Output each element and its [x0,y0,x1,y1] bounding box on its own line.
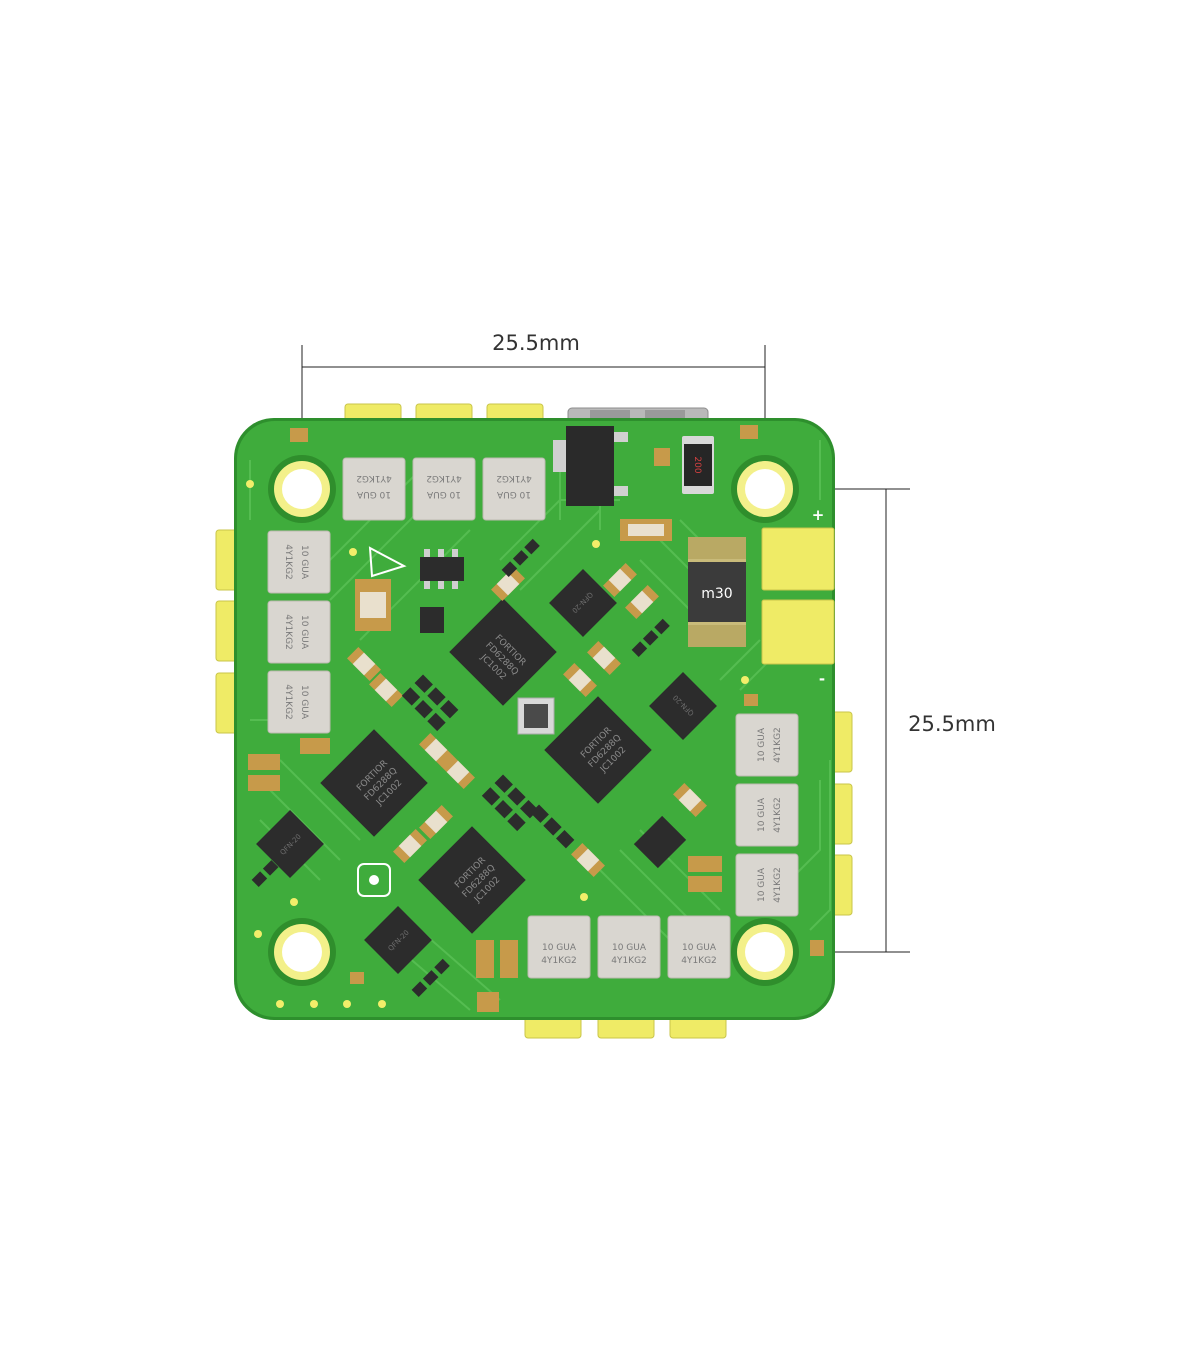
pcb-board: + - m30 200 10 GUA 4Y1K [234,418,835,1020]
svg-text:4Y1KG2: 4Y1KG2 [283,614,293,650]
inductors-bottom: 10 GUA 4Y1KG2 10 GUA 4Y1KG2 10 GUA 4Y1KG… [527,915,731,979]
inductors-left: 10 GUA 4Y1KG2 10 GUA 4Y1KG2 10 GUA 4Y1KG… [267,530,331,734]
ic-pins [424,549,458,589]
svg-text:10 GUA: 10 GUA [356,489,391,499]
svg-text:4Y1KG2: 4Y1KG2 [496,473,532,483]
shunt-resistor: m30 [688,537,746,647]
svg-text:10 GUA: 10 GUA [299,545,309,580]
svg-text:4Y1KG2: 4Y1KG2 [773,797,783,833]
svg-text:4Y1KG2: 4Y1KG2 [773,727,783,763]
svg-text:10 GUA: 10 GUA [299,615,309,650]
svg-text:4Y1KG2: 4Y1KG2 [426,473,462,483]
silkscreen-logo [357,863,391,897]
svg-text:4Y1KG2: 4Y1KG2 [356,473,392,483]
svg-text:10 GUA: 10 GUA [542,943,577,953]
inductors-right: 10 GUA 4Y1KG2 10 GUA 4Y1KG2 10 GUA 4Y1KG… [735,713,799,917]
width-dimension-label: 25.5mm [492,331,580,355]
svg-text:4Y1KG2: 4Y1KG2 [611,956,647,966]
svg-text:10 GUA: 10 GUA [757,797,767,832]
svg-text:4Y1KG2: 4Y1KG2 [283,684,293,720]
height-dimension-label: 25.5mm [908,712,996,736]
svg-text:4Y1KG2: 4Y1KG2 [283,544,293,580]
resistor-label: 200 [692,456,702,473]
svg-text:10 GUA: 10 GUA [612,943,647,953]
svg-text:10 GUA: 10 GUA [426,489,461,499]
shunt-label: m30 [701,586,732,602]
mounting-holes [268,455,799,986]
inductors-top: 10 GUA 4Y1KG2 10 GUA 4Y1KG2 10 GUA 4Y1KG… [342,457,546,521]
svg-text:10 GUA: 10 GUA [757,867,767,902]
power-pad-negative [761,599,835,665]
svg-text:4Y1KG2: 4Y1KG2 [541,956,577,966]
svg-text:10 GUA: 10 GUA [496,489,531,499]
positive-label: + [812,506,825,524]
dimension-top: 25.5mm [301,331,766,478]
svg-text:4Y1KG2: 4Y1KG2 [773,867,783,903]
resistor-200: 200 [682,436,714,494]
mosfet-arrays [251,538,670,997]
negative-label: - [819,670,825,688]
svg-text:10 GUA: 10 GUA [682,943,717,953]
svg-text:10 GUA: 10 GUA [757,727,767,762]
driver-chips: FORTIOR FD6288Q JC1002 FORTIOR FD6288Q J… [320,598,652,934]
power-pad-positive [761,527,835,591]
capacitors [248,425,824,1012]
svg-text:4Y1KG2: 4Y1KG2 [681,956,717,966]
dimension-right: 25.5mm [765,488,996,953]
center-logo [517,697,555,735]
vias [246,480,749,1008]
svg-text:10 GUA: 10 GUA [299,685,309,720]
small-ics [420,557,687,869]
regulator [553,426,628,506]
arrow-icon [368,546,407,578]
